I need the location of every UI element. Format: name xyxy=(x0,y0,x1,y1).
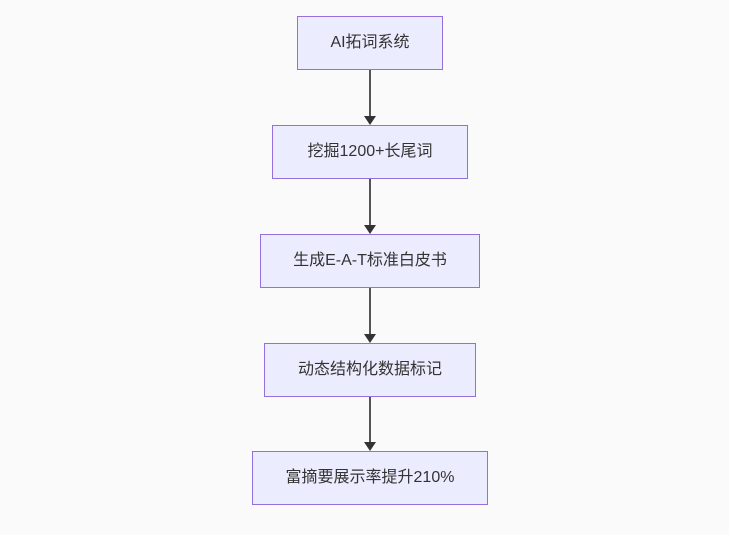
flowchart-node-longtail-keywords: 挖掘1200+长尾词 xyxy=(272,125,468,179)
flowchart-node-eat-whitepaper: 生成E-A-T标准白皮书 xyxy=(260,234,480,288)
node-label: 挖掘1200+长尾词 xyxy=(307,143,433,161)
edge-line xyxy=(369,179,371,226)
node-label: 富摘要展示率提升210% xyxy=(285,469,455,487)
arrowhead-down-icon xyxy=(364,116,376,125)
flowchart-node-rich-snippet-rate: 富摘要展示率提升210% xyxy=(252,451,488,505)
edge-line xyxy=(369,288,371,335)
arrowhead-down-icon xyxy=(364,442,376,451)
node-label: AI拓词系统 xyxy=(330,34,410,52)
flowchart-node-structured-data: 动态结构化数据标记 xyxy=(264,343,476,397)
flowchart-node-ai-system: AI拓词系统 xyxy=(297,16,443,70)
arrowhead-down-icon xyxy=(364,334,376,343)
node-label: 动态结构化数据标记 xyxy=(297,361,442,379)
node-label: 生成E-A-T标准白皮书 xyxy=(293,252,447,270)
edge-line xyxy=(369,397,371,443)
edge-line xyxy=(369,70,371,117)
arrowhead-down-icon xyxy=(364,225,376,234)
